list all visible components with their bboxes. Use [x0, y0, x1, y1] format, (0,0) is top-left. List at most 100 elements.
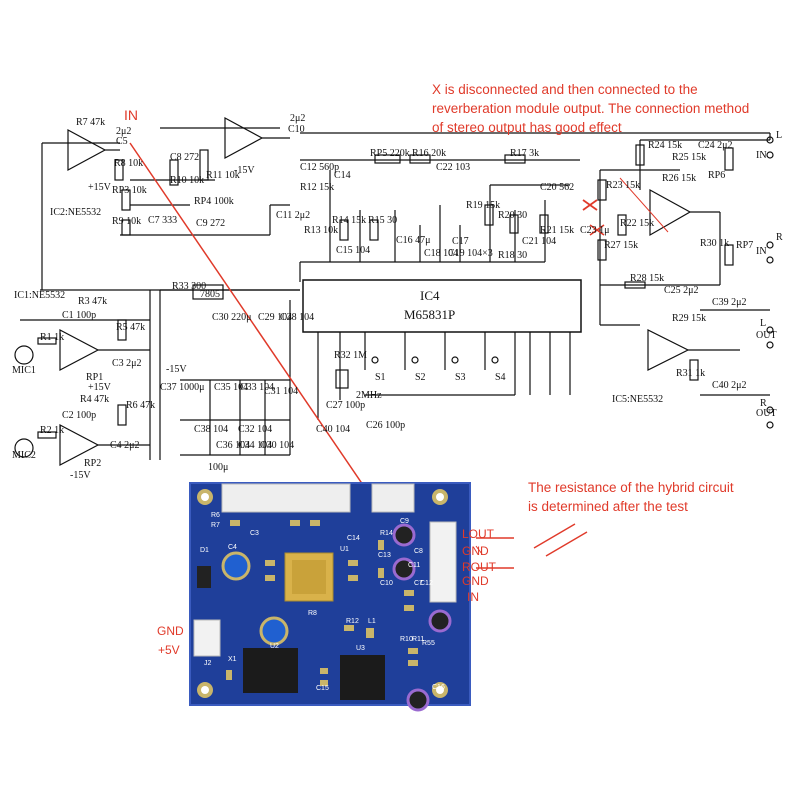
component-label: C5: [116, 136, 128, 147]
pcb-silk: J2: [204, 660, 212, 667]
component-label: C28 104: [280, 312, 315, 323]
component-label: RP3 10k: [112, 185, 147, 196]
mic2-label: MIC2: [12, 450, 36, 461]
in-label: IN: [124, 107, 138, 123]
output-label-in1: IN: [756, 150, 767, 161]
output-label-out1: OUT: [756, 330, 777, 341]
pcb-silk: X1: [228, 656, 237, 663]
component-label: R26 15k: [662, 173, 697, 184]
component-label: C7 333: [148, 215, 178, 226]
component-label: C40 104: [316, 424, 351, 435]
pcb-silk: C4: [228, 544, 237, 551]
ic4-part: M65831P: [404, 307, 456, 322]
component-label: C9 272: [196, 218, 226, 229]
ic1-label: IC1:NE5532: [14, 290, 66, 301]
component-label: R4 47k: [80, 394, 110, 405]
pcb-silk: L1: [368, 618, 376, 625]
component-label: R9 10k: [112, 216, 142, 227]
pcb-silk: C12: [420, 580, 433, 587]
component-label: R25 15k: [672, 152, 707, 163]
component-label: R6 47k: [126, 400, 156, 411]
component-label: C1 100p: [62, 310, 97, 321]
component-label: C21 104: [522, 236, 557, 247]
component-label: C2 100p: [62, 410, 97, 421]
component-label: RP7: [736, 240, 754, 251]
component-label: C32 104: [238, 424, 273, 435]
component-label: C18 104: [424, 248, 459, 259]
switch-s4: S4: [495, 372, 506, 383]
component-label: C15 104: [336, 245, 371, 256]
component-label: R27 15k: [604, 240, 639, 251]
component-label: C33 104: [240, 382, 275, 393]
pcb-label-rout: ROUT: [462, 560, 496, 574]
component-label: R2 1k: [40, 425, 65, 436]
pcb-silk: C14: [347, 535, 360, 542]
output-label-out2: OUT: [756, 408, 777, 419]
pcb-silk: R7: [211, 522, 220, 529]
component-label: -15V: [234, 165, 255, 176]
component-label: R13 10k: [304, 225, 339, 236]
pcb-silk: R10: [400, 636, 413, 643]
component-label: C36 104: [216, 440, 251, 451]
pcb-silk: C8: [414, 548, 423, 555]
component-label: -15V: [70, 470, 91, 481]
pcb-silk: U2: [270, 643, 279, 650]
pcb-silk: C15: [316, 685, 329, 692]
component-label: R23 15k: [606, 180, 641, 191]
component-label: RP2: [84, 458, 102, 469]
component-label: C30 104: [260, 440, 295, 451]
switch-s2: S2: [415, 372, 426, 383]
component-label: R22 15k: [620, 218, 655, 229]
component-label: C35 104: [214, 382, 249, 393]
pcb-silk: C11: [408, 562, 421, 569]
component-label: R33 300: [172, 281, 207, 292]
component-label: C8 272: [170, 152, 200, 163]
component-label: C34 104: [238, 440, 273, 451]
pcb-silk: D1: [200, 547, 209, 554]
component-label: C11 2μ2: [276, 210, 311, 221]
pcb-silk: R55: [422, 640, 435, 647]
component-label: R14 15k: [332, 215, 367, 226]
component-label: R8 10k: [114, 158, 144, 169]
component-label: C29 104: [258, 312, 293, 323]
pcb-silk: R14: [380, 530, 393, 537]
pcb-silk: R8: [308, 610, 317, 617]
component-label: R20 30: [498, 210, 528, 221]
component-label: R11 10k: [206, 170, 240, 181]
component-label: 2μ2: [116, 126, 132, 137]
component-label: R16 20k: [412, 148, 447, 159]
mic1-label: MIC1: [12, 365, 36, 376]
pcb-silk: R6: [211, 512, 220, 519]
note-resistance-line-1: The resistance of the hybrid circuit: [528, 480, 734, 495]
ic2-label: IC2:NE5532: [50, 207, 102, 218]
pcb-silk: C13: [378, 552, 391, 559]
component-label: R19 15k: [466, 200, 501, 211]
component-label: R28 15k: [630, 273, 665, 284]
component-label: C10: [288, 124, 305, 135]
component-label: C12 560p: [300, 162, 340, 173]
component-label: R5 47k: [116, 322, 146, 333]
note-resistance-line-2: is determined after the test: [528, 499, 688, 514]
pcb-label-5v: +5V: [158, 643, 180, 657]
component-label: C38 104: [194, 424, 229, 435]
component-label: C31 104: [264, 386, 299, 397]
component-label: +15V: [88, 182, 111, 193]
component-label: R32 1M: [334, 350, 368, 361]
output-label-in2: IN: [756, 246, 767, 257]
component-label: R15 30: [368, 215, 398, 226]
component-label: R29 15k: [672, 313, 707, 324]
pcb-silk: U3: [356, 645, 365, 652]
component-label: C37 1000μ: [160, 382, 205, 393]
component-label: R12 15k: [300, 182, 335, 193]
pcb-silk: C10: [380, 580, 393, 587]
component-label: C30 220μ: [212, 312, 252, 323]
note-x-line-2: reverberation module output. The connect…: [432, 101, 750, 116]
component-label: C16 47μ: [396, 235, 431, 246]
ic5-label: IC5:NE5532: [612, 394, 664, 405]
component-label: -15V: [166, 364, 187, 375]
component-label: C22 103: [436, 162, 471, 173]
pcb-label-in: IN: [467, 590, 479, 604]
note-x-line-3: of stereo output has good effect: [432, 120, 622, 135]
